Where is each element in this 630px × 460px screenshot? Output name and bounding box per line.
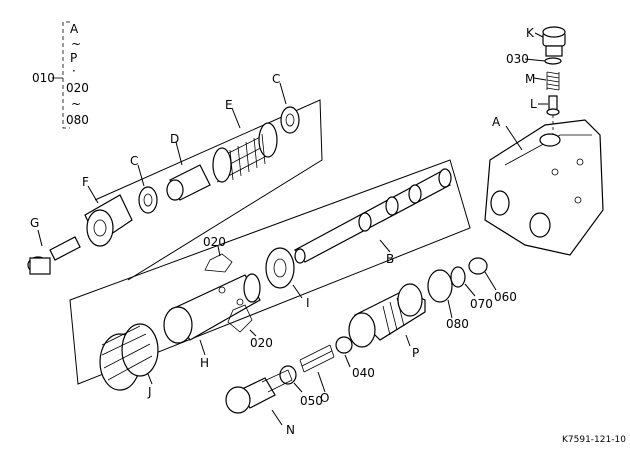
leader-020-upper [217,245,221,257]
washer-I [265,247,295,289]
leader-C-upper [279,82,287,105]
leader-080 [447,299,453,319]
sleeve-D [166,164,211,201]
label-030: 030 [506,52,529,66]
label-H: H [200,356,210,370]
group-bracket [62,21,70,129]
washer-C-upper [280,106,300,134]
o-ring-050 [279,365,297,385]
label-F: F [82,175,89,189]
leader-070 [464,283,476,297]
group-outline-lower [69,159,471,385]
label-020-lower: 020 [250,336,273,350]
leader-050 [293,382,303,393]
leader-E [231,107,241,129]
pin-L [546,95,560,116]
label-070: 070 [470,297,493,311]
leader-020-lower [249,329,257,337]
label-060: 060 [494,290,517,304]
leader-K [534,32,544,38]
group-number: 010 [32,71,55,85]
o-ring-060 [468,257,488,275]
label-P: P [412,346,420,360]
group-range-mid: P [70,51,78,65]
label-D: D [170,132,180,146]
leader-D [175,141,183,166]
screw-G [27,236,81,275]
ball-040 [335,336,353,354]
o-ring-020-upper [204,253,233,273]
plug-N [225,369,293,414]
leader-030 [524,58,546,62]
figure-code: K7591-121-10 [562,435,626,445]
label-A: A [492,115,501,129]
label-J: J [148,385,152,399]
label-N: N [286,423,295,437]
o-ring-020-lower [227,304,253,333]
o-ring-080 [427,269,453,303]
spring-M [546,71,560,91]
label-B: B [386,252,395,266]
label-040: 040 [352,366,375,380]
leader-040 [344,354,351,368]
leader-N [271,409,283,426]
o-ring-070 [450,266,466,288]
group-range-num-end: 080 [66,113,89,127]
group-range-start: A [70,22,79,36]
nut-F [84,194,133,247]
leader-B [379,239,391,253]
spring-E [212,122,278,183]
leader-F [87,185,99,204]
washer-C-lower [138,186,158,214]
leader-C-lower [137,164,145,187]
label-M: M [525,72,536,86]
group-tilde-1: ~ [71,37,82,51]
housing-H [163,273,261,344]
leader-A [505,125,523,151]
leader-J [147,373,153,385]
label-080: 080 [446,317,469,331]
leader-060 [484,271,497,291]
cartridge-P [348,283,426,348]
valve-body-A [484,119,604,256]
spool-B [294,168,452,264]
group-outline-upper [94,99,323,281]
plug-K [542,26,566,57]
label-O: O [320,391,330,405]
label-020-upper: 020 [203,235,226,249]
label-050: 050 [300,394,323,408]
leader-H [199,339,206,356]
label-C-lower: C [130,154,139,168]
leader-M [533,77,547,81]
leader-I [292,284,303,299]
leader-G [37,229,43,247]
leader-O [317,371,326,393]
label-L: L [530,97,537,111]
leader-P [405,334,411,347]
label-K: K [526,26,534,40]
group-dot: · [72,64,76,78]
label-C-upper: C [272,72,281,86]
group-tilde-2: ~ [71,97,82,111]
spring-O [299,344,335,373]
label-I: I [306,296,310,310]
o-ring-030 [544,57,562,65]
label-E: E [225,98,233,112]
label-G: G [30,216,40,230]
spring-J [99,323,159,391]
group-range-num-start: 020 [66,81,89,95]
